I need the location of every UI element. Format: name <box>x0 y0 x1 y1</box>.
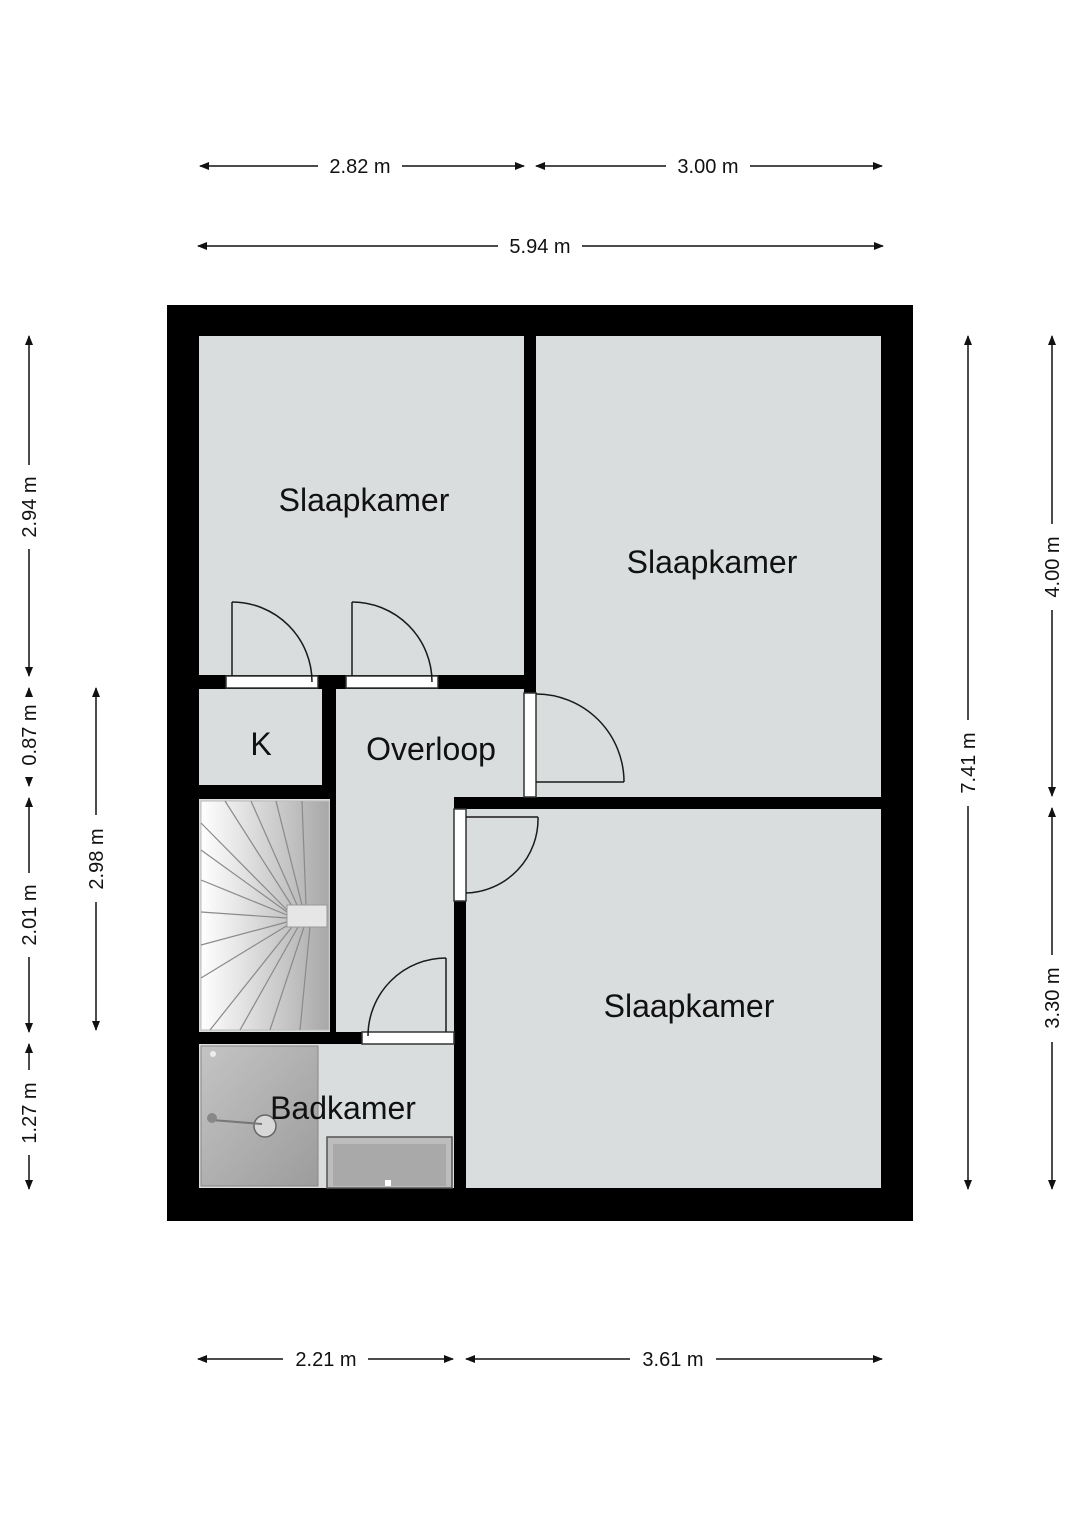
shower-icon <box>200 1045 319 1187</box>
wall-middle-horizontal <box>454 797 881 809</box>
dim-left-seg-4: 1.27 m <box>19 1082 41 1143</box>
dim-right-total: 7.41 m <box>958 732 980 793</box>
staircase-icon <box>200 800 330 1031</box>
wall-storage-bottom <box>199 785 336 799</box>
room-bedroom-top-left <box>199 336 524 675</box>
wall-stair-landing <box>330 799 336 1032</box>
dim-top-right-width: 3.00 m <box>677 156 738 178</box>
dimension-lines <box>25 162 1056 1363</box>
room-storage <box>199 689 322 785</box>
room-label-bathroom: Badkamer <box>270 1090 416 1126</box>
dim-right-seg-2: 3.30 m <box>1042 967 1064 1028</box>
wall-storage-right <box>322 689 336 785</box>
dim-left-seg-1: 2.94 m <box>19 476 41 537</box>
room-label-bedroom-top-right: Slaapkamer <box>627 544 798 580</box>
dim-left-seg-3: 2.01 m <box>19 884 41 945</box>
room-landing <box>336 689 524 1032</box>
wall-bottom-vertical <box>454 809 466 1188</box>
dim-bottom-left-width: 2.21 m <box>295 1349 356 1371</box>
dim-bottom-right-width: 3.61 m <box>642 1349 703 1371</box>
room-label-landing: Overloop <box>366 731 496 767</box>
room-label-bedroom-top-left: Slaapkamer <box>279 482 450 518</box>
dim-total-width: 5.94 m <box>509 236 570 258</box>
dim-right-seg-1: 4.00 m <box>1042 536 1064 597</box>
dim-left-inner: 2.98 m <box>86 828 108 889</box>
dim-left-seg-2: 0.87 m <box>19 704 41 765</box>
door-swing-icon <box>225 601 625 1045</box>
room-label-storage: K <box>250 726 271 762</box>
bathtub-icon <box>326 1136 453 1189</box>
room-bedroom-bottom-right <box>466 809 881 1188</box>
room-label-bedroom-bottom-right: Slaapkamer <box>604 988 775 1024</box>
room-bedroom-top-right <box>536 336 881 797</box>
dim-top-left-width: 2.82 m <box>329 156 390 178</box>
